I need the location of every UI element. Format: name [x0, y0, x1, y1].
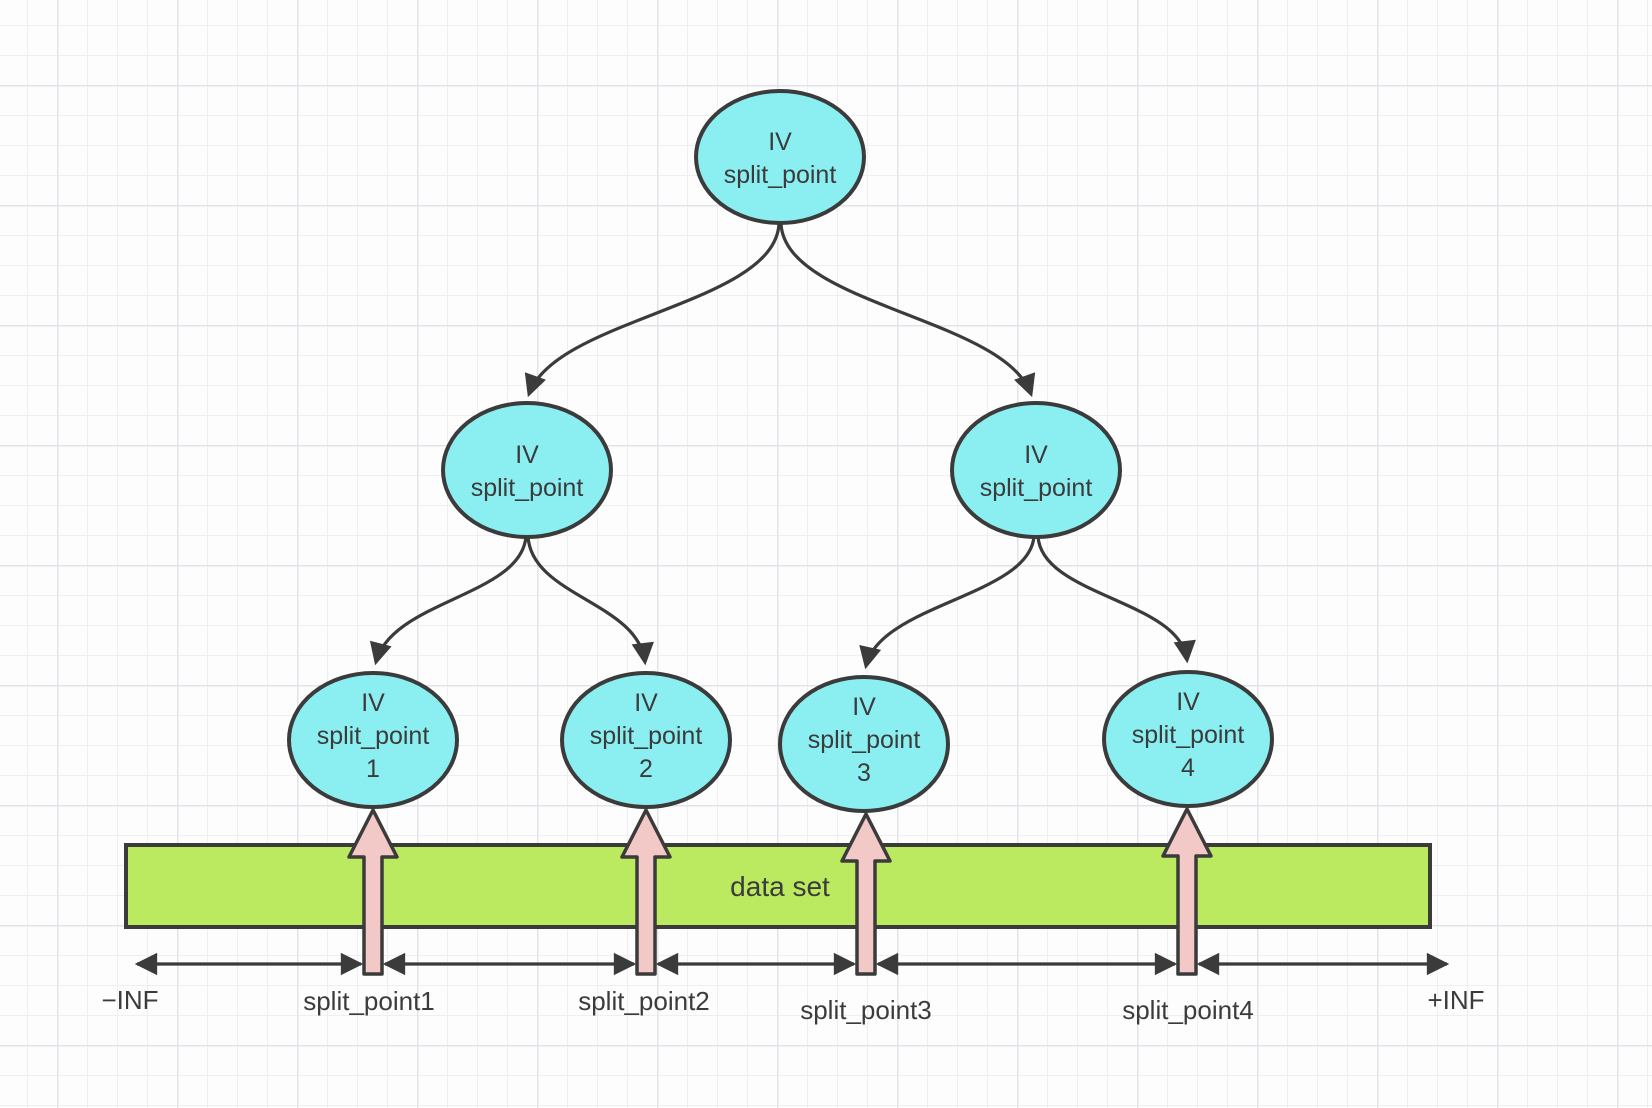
- split-arrow-2[interactable]: [620, 808, 672, 976]
- tree-node-root-shape[interactable]: [694, 89, 866, 225]
- edge-rightchild-to-leaf3[interactable]: [859, 535, 1036, 670]
- edge-root-to-left-child[interactable]: [524, 223, 781, 398]
- tree-node-left-child[interactable]: IV split_point: [441, 401, 613, 539]
- edge-leftchild-to-leaf1[interactable]: [369, 535, 528, 666]
- edge-root-to-right-child[interactable]: [779, 223, 1036, 398]
- dataset-bar-label: data set: [730, 871, 830, 902]
- tree-node-leaf-3[interactable]: IV split_point 3: [778, 675, 950, 813]
- axis-label-pos-inf: +INF: [1427, 985, 1484, 1015]
- tree-node-root-line1: IV: [768, 128, 792, 156]
- tree-node-right-child[interactable]: IV split_point: [950, 401, 1122, 539]
- tree-node-leaf-1-line2: split_point: [317, 722, 430, 750]
- tree-node-right-child-shape[interactable]: [950, 401, 1122, 539]
- split-arrow-4[interactable]: [1161, 807, 1213, 976]
- tree-node-leaf-3-shape[interactable]: [778, 675, 950, 813]
- tree-node-leaf-3-line1: IV: [852, 693, 876, 721]
- tree-node-leaf-4-line3: 4: [1181, 754, 1195, 782]
- axis-label-neg-inf: −INF: [101, 985, 158, 1015]
- split-arrow-3[interactable]: [840, 812, 892, 976]
- axis-label-split-point1: split_point1: [303, 986, 435, 1016]
- dataset-bar-shape[interactable]: [124, 843, 1432, 929]
- tree-node-leaf-1-line3: 1: [366, 755, 380, 783]
- tree-node-leaf-3-line2: split_point: [808, 726, 921, 754]
- tree-node-left-child-line1: IV: [515, 441, 539, 469]
- tree-node-leaf-1[interactable]: IV split_point 1: [287, 671, 459, 809]
- tree-node-leaf-2-line1: IV: [634, 689, 658, 717]
- tree-node-leaf-2-line2: split_point: [590, 722, 703, 750]
- tree-node-leaf-2-line3: 2: [639, 755, 653, 783]
- tree-node-leaf-1-shape[interactable]: [287, 671, 459, 809]
- tree-node-right-child-line2: split_point: [980, 474, 1093, 502]
- dataset-bar[interactable]: data set: [124, 843, 1432, 929]
- split-arrow-1[interactable]: [347, 808, 399, 976]
- tree-node-leaf-1-line1: IV: [361, 689, 385, 717]
- tree-node-leaf-3-line3: 3: [857, 759, 871, 787]
- tree-node-leaf-4[interactable]: IV split_point 4: [1102, 670, 1274, 808]
- tree-node-leaf-4-shape[interactable]: [1102, 670, 1274, 808]
- axis-label-split-point2: split_point2: [578, 986, 710, 1016]
- axis-label-split-point3: split_point3: [800, 995, 932, 1025]
- edge-rightchild-to-leaf4[interactable]: [1036, 535, 1196, 664]
- tree-node-left-child-line2: split_point: [471, 474, 584, 502]
- tree-node-leaf-4-line2: split_point: [1132, 721, 1245, 749]
- edge-leftchild-to-leaf2[interactable]: [526, 535, 654, 666]
- tree-node-root[interactable]: IV split_point: [694, 89, 866, 225]
- tree-node-root-line2: split_point: [724, 161, 837, 189]
- tree-node-leaf-4-line1: IV: [1176, 688, 1200, 716]
- tree-node-right-child-line1: IV: [1024, 441, 1048, 469]
- axis-label-split-point4: split_point4: [1122, 995, 1254, 1025]
- tree-node-left-child-shape[interactable]: [441, 401, 613, 539]
- tree-node-leaf-2[interactable]: IV split_point 2: [560, 671, 732, 809]
- tree-node-leaf-2-shape[interactable]: [560, 671, 732, 809]
